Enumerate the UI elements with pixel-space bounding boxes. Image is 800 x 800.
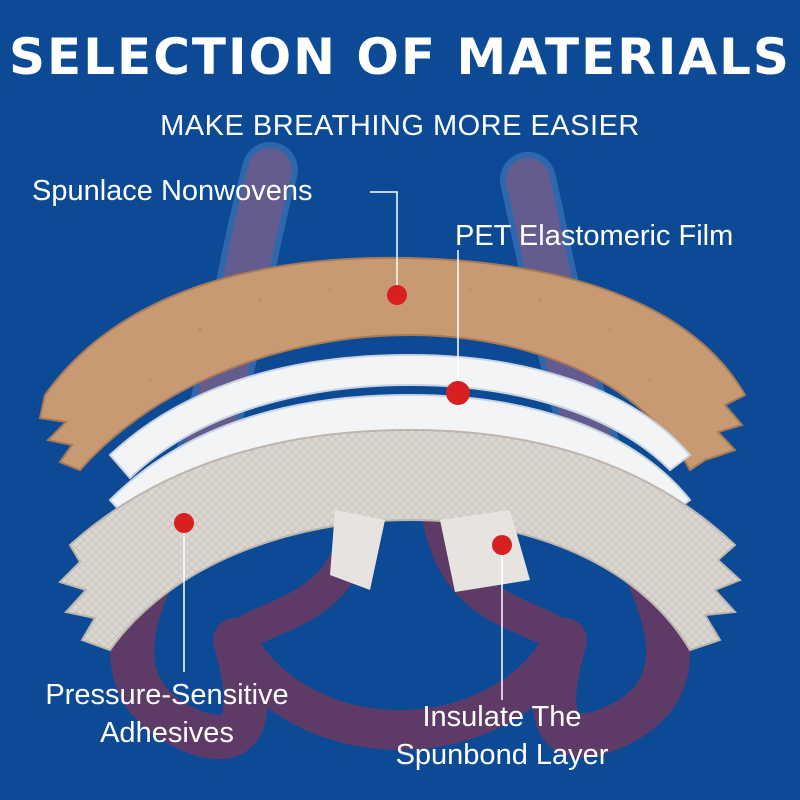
leader-line-spunlace [370,191,398,295]
page-subtitle: MAKE BREATHING MORE EASIER [160,110,640,142]
marker-spunlace [387,285,407,305]
spunlace-layer [38,256,747,472]
nose-bottom-curve [215,620,585,750]
spunbond-layer [58,428,742,652]
leader-lines [183,191,503,700]
adhesive-tab-left [330,510,385,590]
page-title: SELECTION OF MATERIALS [9,28,791,86]
label-spunbond-line2: Spunbond Layer [395,739,609,771]
label-adhesive-line1: Pressure-Sensitive [45,679,289,711]
label-spunlace: Spunlace Nonwovens [32,175,313,207]
label-pet: PET Elastomeric Film [455,220,734,252]
marker-pet [446,381,470,405]
spunlace-texture [148,288,652,382]
label-spunbond: Insulate The Spunbond Layer [372,698,632,774]
marker-adhesive [174,513,194,533]
label-adhesive-line2: Adhesives [100,717,234,749]
marker-spunbond [492,535,512,555]
label-adhesive: Pressure-Sensitive Adhesives [22,676,312,752]
adhesive-tab-right [440,510,530,592]
label-spunbond-line1: Insulate The [422,701,582,733]
pet-film-upper [108,353,692,480]
markers [174,285,512,555]
